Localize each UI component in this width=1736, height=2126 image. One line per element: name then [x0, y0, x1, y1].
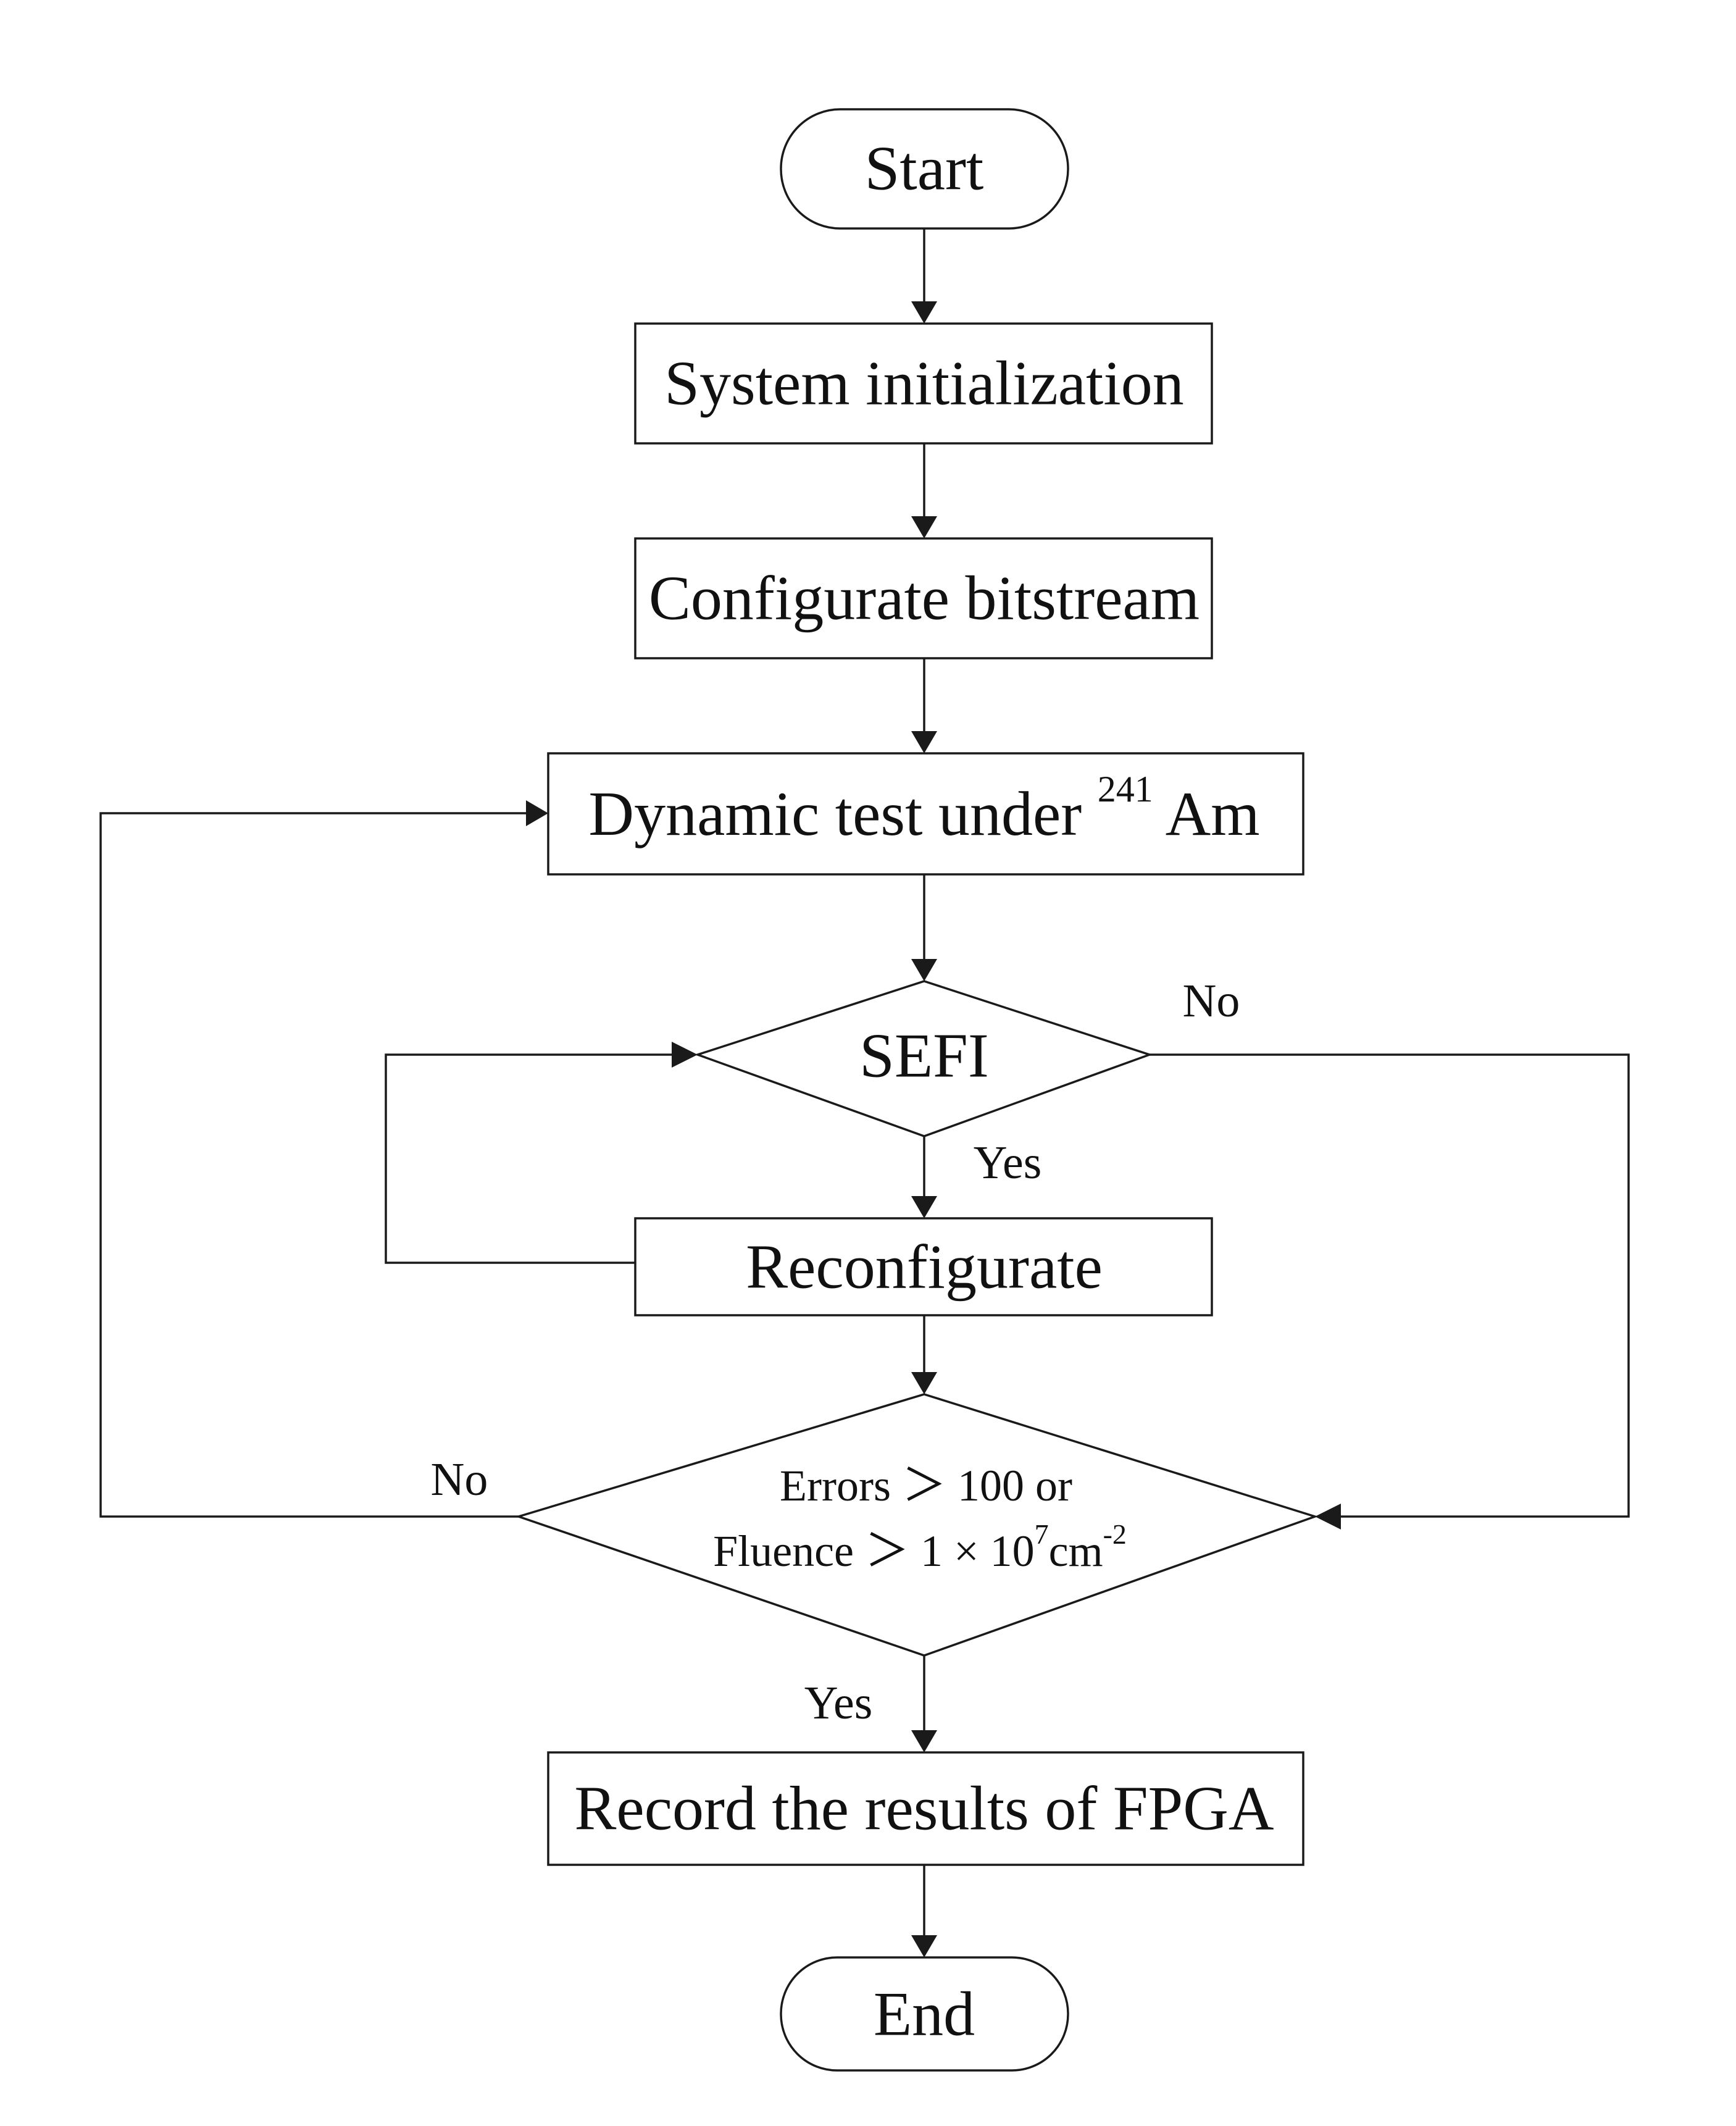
- decision-diamond: [694, 980, 1153, 1137]
- decision-diamond: [515, 1393, 1319, 1657]
- node-start-label: Start: [865, 134, 984, 204]
- node-dynamic: Dynamic test under 241 Am: [547, 752, 1304, 876]
- node-init: System initialization: [634, 322, 1213, 445]
- arrowhead-right-icon: [672, 1042, 698, 1068]
- node-end: End: [780, 1956, 1069, 2072]
- arrowhead-down-icon: [911, 731, 937, 753]
- node-condition-line2: Fluence ＞ 1 × 107cm-2: [713, 1518, 1127, 1576]
- node-reconfigure-label: Reconfigurate: [746, 1232, 1103, 1302]
- process-box: [634, 537, 1213, 659]
- process-box: [634, 322, 1213, 445]
- node-dynamic-label: Dynamic test under 241 Am: [588, 769, 1259, 849]
- node-record: Record the results of FPGA: [547, 1751, 1304, 1866]
- edge-labels: No Yes No Yes: [431, 975, 1240, 1729]
- arrowhead-down-icon: [911, 959, 937, 981]
- node-reconfigure: Reconfigurate: [634, 1217, 1213, 1316]
- arrowhead-down-icon: [911, 1196, 937, 1218]
- arrowhead-down-icon: [911, 1730, 937, 1752]
- edge-reconfigure-loop-to-sefi: [385, 1053, 672, 1264]
- edge-label-sefi-yes: Yes: [974, 1137, 1042, 1189]
- node-start: Start: [780, 108, 1069, 230]
- arrowheads: [526, 301, 1341, 1957]
- edge-label-condition-no: No: [431, 1454, 488, 1505]
- node-condition-unit-exponent: -2: [1103, 1518, 1127, 1550]
- arrowhead-down-icon: [911, 516, 937, 538]
- arrowhead-down-icon: [911, 1372, 937, 1394]
- node-condition-exponent: 7: [1035, 1518, 1049, 1550]
- terminator-shape: [780, 1956, 1069, 2072]
- arrowhead-left-icon: [1315, 1504, 1341, 1530]
- node-init-label: System initialization: [664, 349, 1183, 419]
- node-sefi-label: SEFI: [859, 1021, 989, 1091]
- node-dynamic-text: Dynamic test under: [588, 779, 1097, 849]
- edge-sefi-no-to-condition: [1150, 1053, 1630, 1518]
- arrowhead-down-icon: [911, 301, 937, 324]
- edge-condition-no-to-dynamic: [99, 812, 526, 1518]
- node-record-label: Record the results of FPGA: [574, 1774, 1274, 1844]
- node-end-label: End: [874, 1980, 975, 2049]
- process-box: [547, 752, 1304, 876]
- terminator-shape: [780, 108, 1069, 230]
- node-configure-label: Configurate bitstream: [649, 564, 1200, 634]
- node-sefi: SEFI: [694, 980, 1153, 1137]
- arrowhead-right-icon: [526, 800, 548, 826]
- arrowhead-down-icon: [911, 1935, 937, 1957]
- process-box: [634, 1217, 1213, 1316]
- process-box: [547, 1751, 1304, 1866]
- node-condition-unit: cm: [1049, 1526, 1103, 1576]
- node-dynamic-suffix: Am: [1153, 779, 1260, 849]
- node-configure: Configurate bitstream: [634, 537, 1213, 659]
- node-condition: Errors ＞ 100 or Fluence ＞ 1 × 107cm-2: [515, 1393, 1319, 1657]
- connectors: [99, 228, 1630, 1935]
- node-condition-line1: Errors ＞ 100 or: [780, 1461, 1072, 1510]
- node-dynamic-superscript: 241: [1098, 769, 1153, 810]
- edge-label-sefi-no: No: [1183, 975, 1240, 1027]
- edge-label-condition-yes: Yes: [804, 1677, 873, 1729]
- node-condition-line2-text: Fluence ＞ 1 × 10: [713, 1526, 1035, 1576]
